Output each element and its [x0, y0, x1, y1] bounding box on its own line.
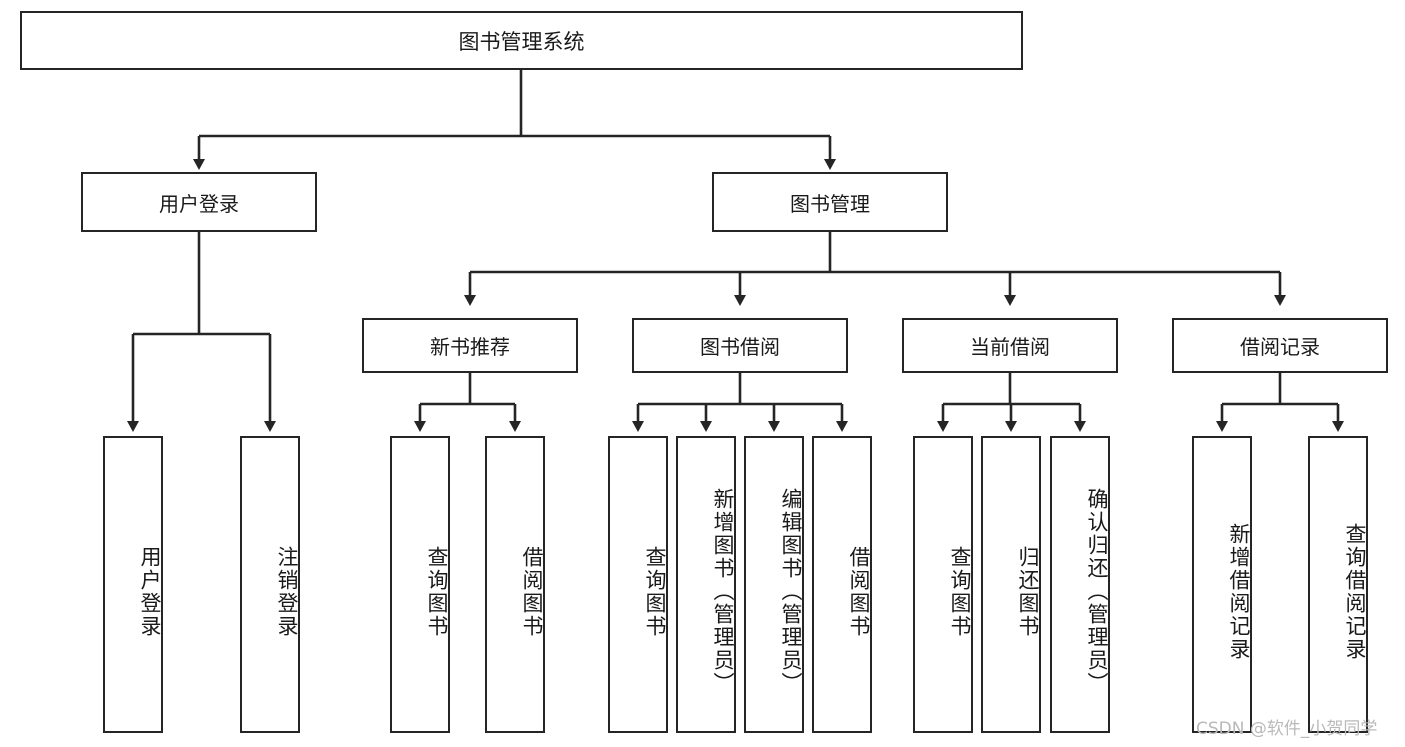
leaf-borrow-book[interactable]: 借阅图书 — [812, 436, 872, 733]
leaf-add-book-admin[interactable]: 新增图书（管理员） — [676, 436, 736, 733]
node-current-borrow[interactable]: 当前借阅 — [902, 318, 1118, 373]
node-label: 图书管理系统 — [458, 29, 585, 54]
node-label: 确认归还（管理员） — [1085, 488, 1109, 695]
leaf-user-login[interactable]: 用户登录 — [103, 436, 163, 733]
edge-borrow-record-to-leaves — [1216, 373, 1344, 432]
leaf-add-borrow-record[interactable]: 新增借阅记录 — [1192, 436, 1252, 733]
edge-book-borrow-to-leaves — [632, 373, 848, 432]
node-user-login[interactable]: 用户登录 — [81, 172, 317, 232]
edge-root-to-level2 — [193, 70, 836, 170]
node-label: 用户登录 — [159, 191, 239, 216]
node-label: 新增图书（管理员） — [711, 488, 735, 695]
leaf-query-book-borrow[interactable]: 查询图书 — [608, 436, 668, 733]
node-label: 编辑图书（管理员） — [779, 488, 803, 695]
node-book-management[interactable]: 图书管理 — [712, 172, 948, 232]
node-label: 当前借阅 — [970, 335, 1050, 359]
node-label: 借阅图书 — [847, 545, 871, 638]
node-label: 注销登录 — [275, 545, 299, 638]
node-label: 用户登录 — [138, 545, 162, 638]
leaf-logout[interactable]: 注销登录 — [240, 436, 300, 733]
node-borrow-record[interactable]: 借阅记录 — [1172, 318, 1388, 373]
node-label: 新增借阅记录 — [1227, 522, 1251, 661]
node-root-book-management-system[interactable]: 图书管理系统 — [20, 11, 1023, 70]
node-label: 归还图书 — [1016, 545, 1040, 638]
leaf-query-book-new[interactable]: 查询图书 — [390, 436, 450, 733]
node-label: 图书借阅 — [700, 335, 780, 359]
edge-user-login-to-leaves — [127, 232, 276, 432]
node-book-borrow[interactable]: 图书借阅 — [632, 318, 848, 373]
leaf-edit-book-admin[interactable]: 编辑图书（管理员） — [744, 436, 804, 733]
leaf-confirm-return-admin[interactable]: 确认归还（管理员） — [1050, 436, 1110, 733]
leaf-query-borrow-record[interactable]: 查询借阅记录 — [1308, 436, 1368, 733]
csdn-watermark: CSDN @软件_小贺同学 — [1196, 719, 1378, 739]
leaf-query-book-current[interactable]: 查询图书 — [913, 436, 973, 733]
leaf-borrow-book-new[interactable]: 借阅图书 — [485, 436, 545, 733]
edge-current-borrow-to-leaves — [937, 373, 1086, 432]
node-label: 查询图书 — [643, 545, 667, 638]
node-label: 查询图书 — [948, 545, 972, 638]
node-label: 查询图书 — [425, 545, 449, 638]
edge-new-book-to-leaves — [414, 373, 521, 432]
edge-book-manage-to-level3 — [464, 232, 1286, 306]
node-label: 新书推荐 — [430, 335, 510, 359]
node-label: 图书管理 — [790, 191, 870, 216]
node-new-book-recommend[interactable]: 新书推荐 — [362, 318, 578, 373]
node-label: 借阅记录 — [1240, 335, 1320, 359]
node-label: 借阅图书 — [520, 545, 544, 638]
leaf-return-book[interactable]: 归还图书 — [981, 436, 1041, 733]
node-label: 查询借阅记录 — [1343, 522, 1367, 661]
